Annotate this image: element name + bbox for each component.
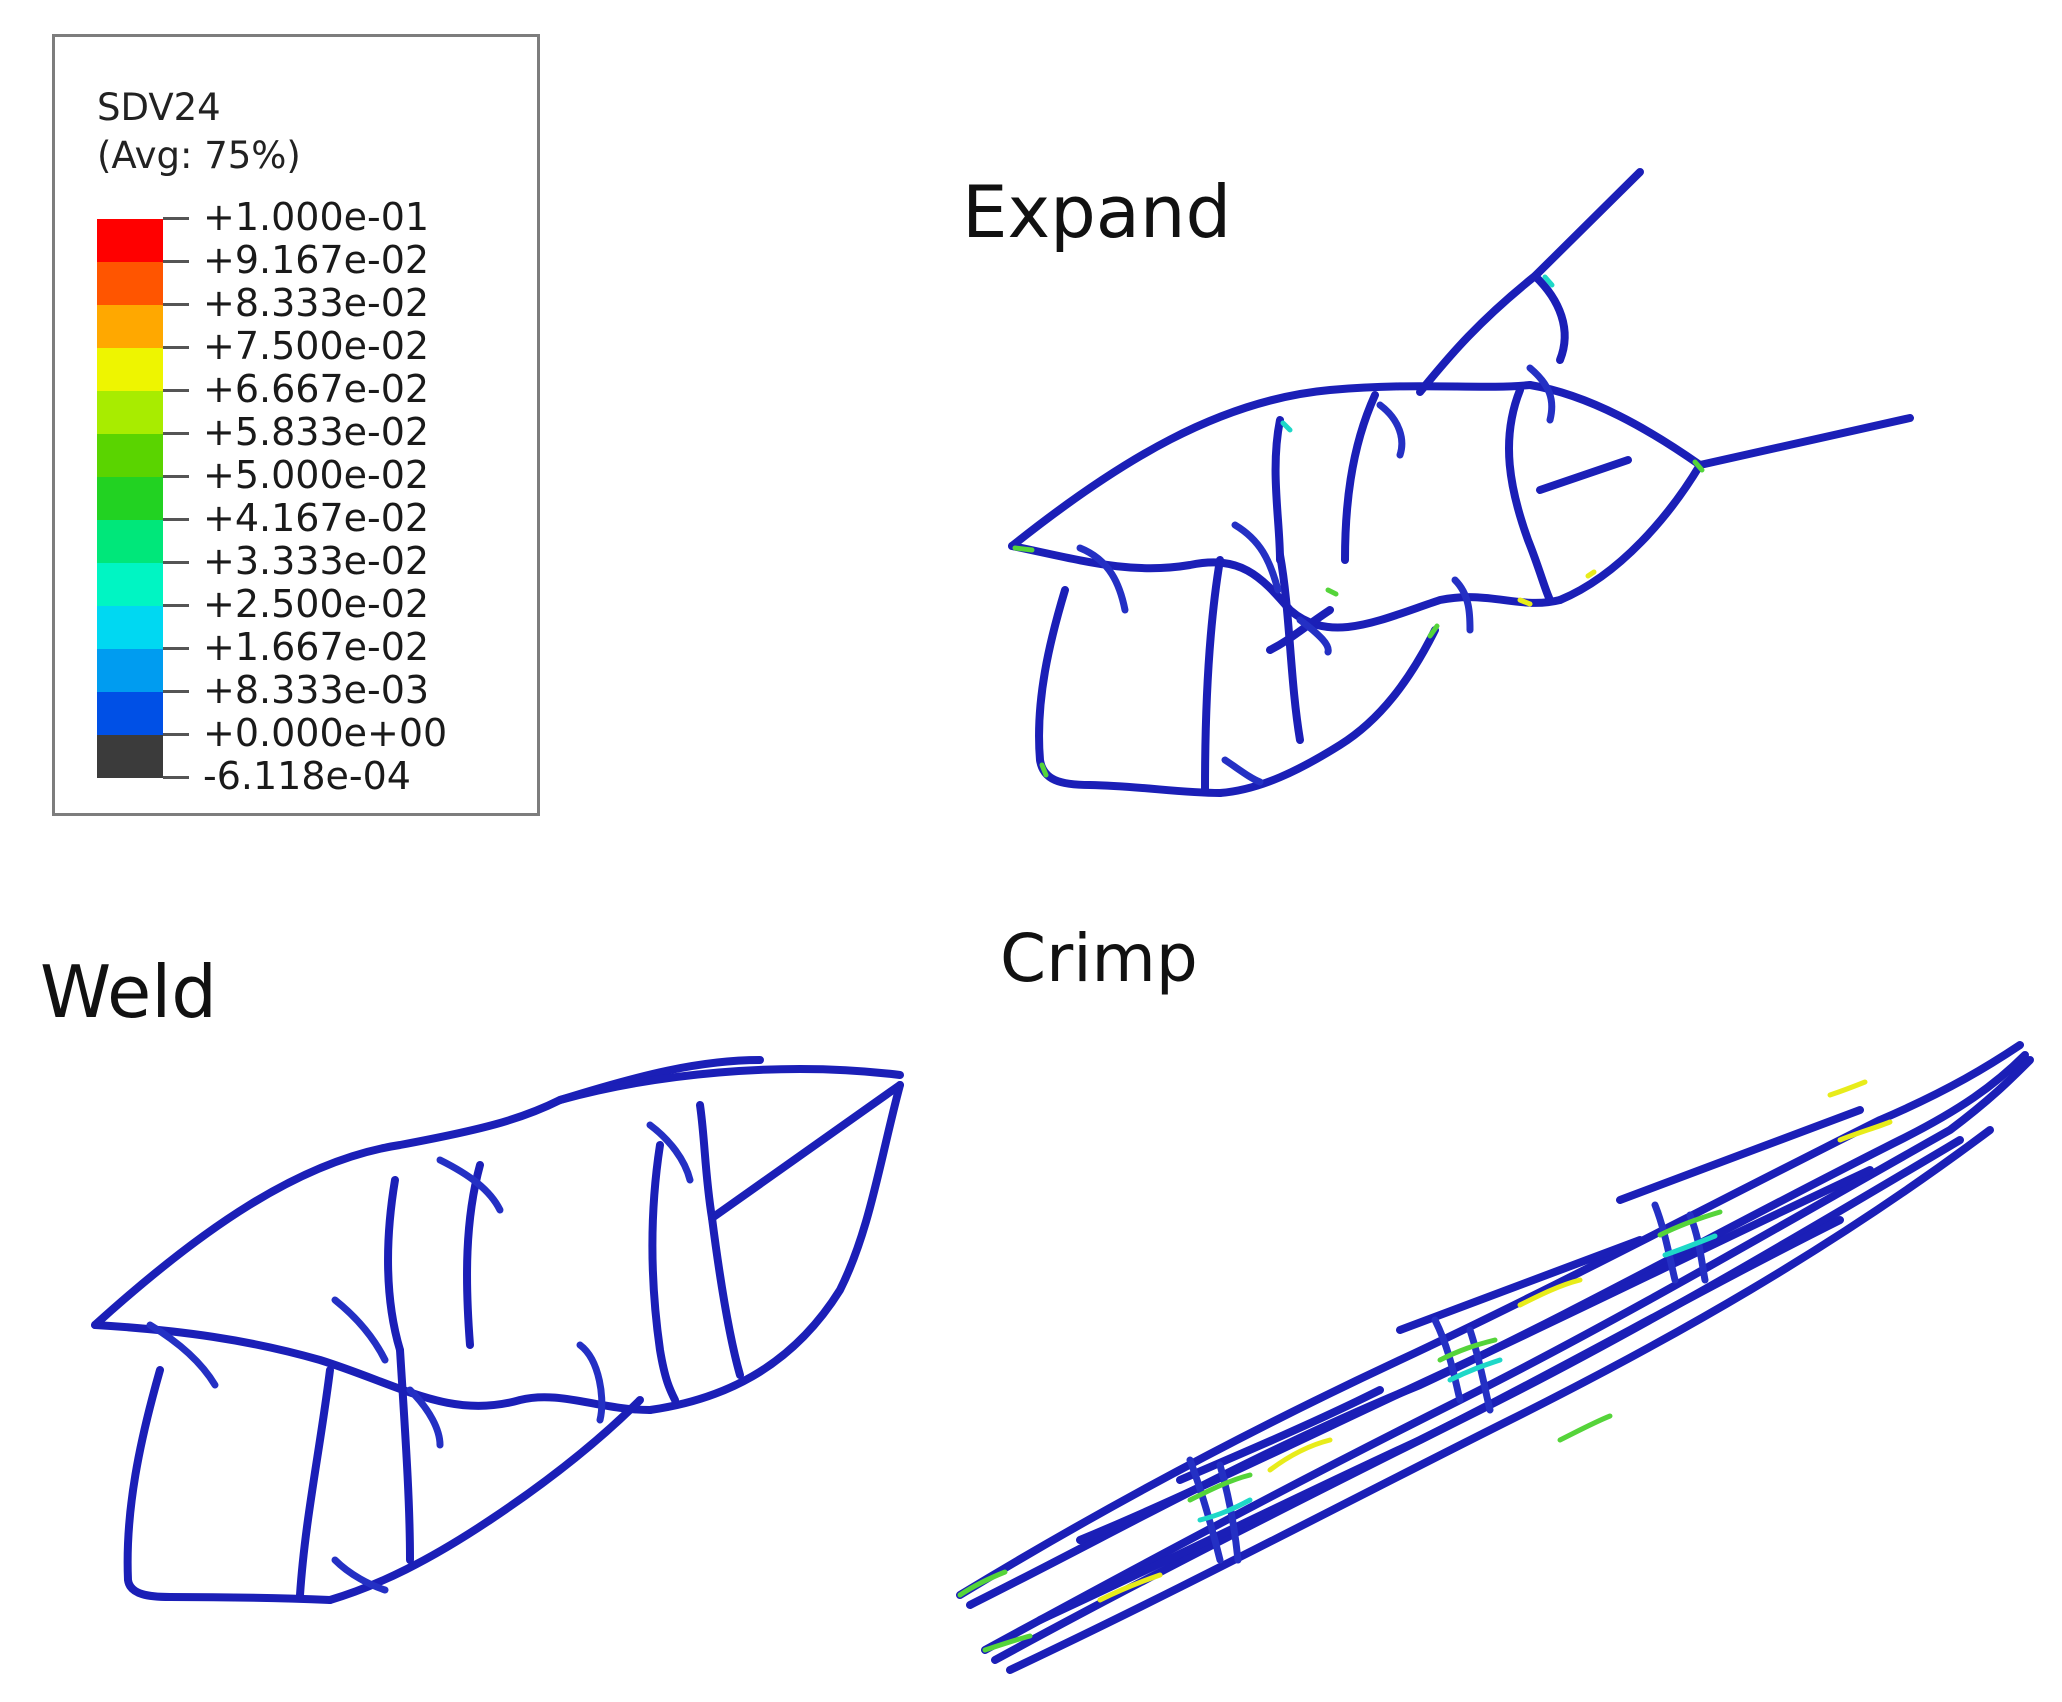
legend-swatch [97, 262, 163, 305]
legend-value: +1.000e-01 [203, 195, 430, 239]
stent-expand [1008, 168, 1914, 797]
stage-label-weld: Weld [40, 950, 217, 1034]
legend-tick [163, 260, 189, 263]
legend-swatch [97, 520, 163, 563]
legend-value: +2.500e-02 [203, 582, 430, 626]
legend-tick [163, 303, 189, 306]
legend-swatch [97, 434, 163, 477]
legend-swatch [97, 219, 163, 262]
legend-tick [163, 475, 189, 478]
legend-tick [163, 604, 189, 607]
legend-swatch [97, 348, 163, 391]
legend-value: +6.667e-02 [203, 367, 430, 411]
legend-tick [163, 389, 189, 392]
legend-tick [163, 518, 189, 521]
stage-label-crimp: Crimp [1000, 920, 1198, 997]
legend-swatch [97, 477, 163, 520]
legend-value: +7.500e-02 [203, 324, 430, 368]
legend-swatch [97, 305, 163, 348]
legend-tick [163, 733, 189, 736]
legend-value: +1.667e-02 [203, 625, 430, 669]
stent-weld [91, 1056, 904, 1604]
legend-swatch [97, 606, 163, 649]
legend-tick [163, 217, 189, 220]
contour-legend: SDV24 (Avg: 75%) +1.000e-01+9.167e-02+8.… [52, 34, 540, 816]
legend-swatch [97, 735, 163, 778]
legend-value: -6.118e-04 [203, 754, 411, 798]
legend-value: +8.333e-03 [203, 668, 430, 712]
legend-tick [163, 647, 189, 650]
legend-tick [163, 690, 189, 693]
legend-swatch [97, 391, 163, 434]
legend-value: +3.333e-02 [203, 539, 430, 583]
legend-value: +0.000e+00 [203, 711, 448, 755]
legend-tick [163, 561, 189, 564]
legend-value: +9.167e-02 [203, 238, 430, 282]
stent-crimp [956, 1041, 2034, 1674]
legend-value: +8.333e-02 [203, 281, 430, 325]
legend-tick [163, 432, 189, 435]
legend-value: +5.833e-02 [203, 410, 430, 454]
stage-label-expand: Expand [962, 170, 1232, 254]
legend-swatch [97, 649, 163, 692]
legend-tick [163, 346, 189, 349]
legend-value: +5.000e-02 [203, 453, 430, 497]
legend-tick [163, 776, 189, 779]
legend-swatch [97, 563, 163, 606]
legend-averaging: (Avg: 75%) [97, 134, 301, 177]
legend-variable: SDV24 [97, 86, 221, 129]
legend-swatch [97, 692, 163, 735]
legend-value: +4.167e-02 [203, 496, 430, 540]
